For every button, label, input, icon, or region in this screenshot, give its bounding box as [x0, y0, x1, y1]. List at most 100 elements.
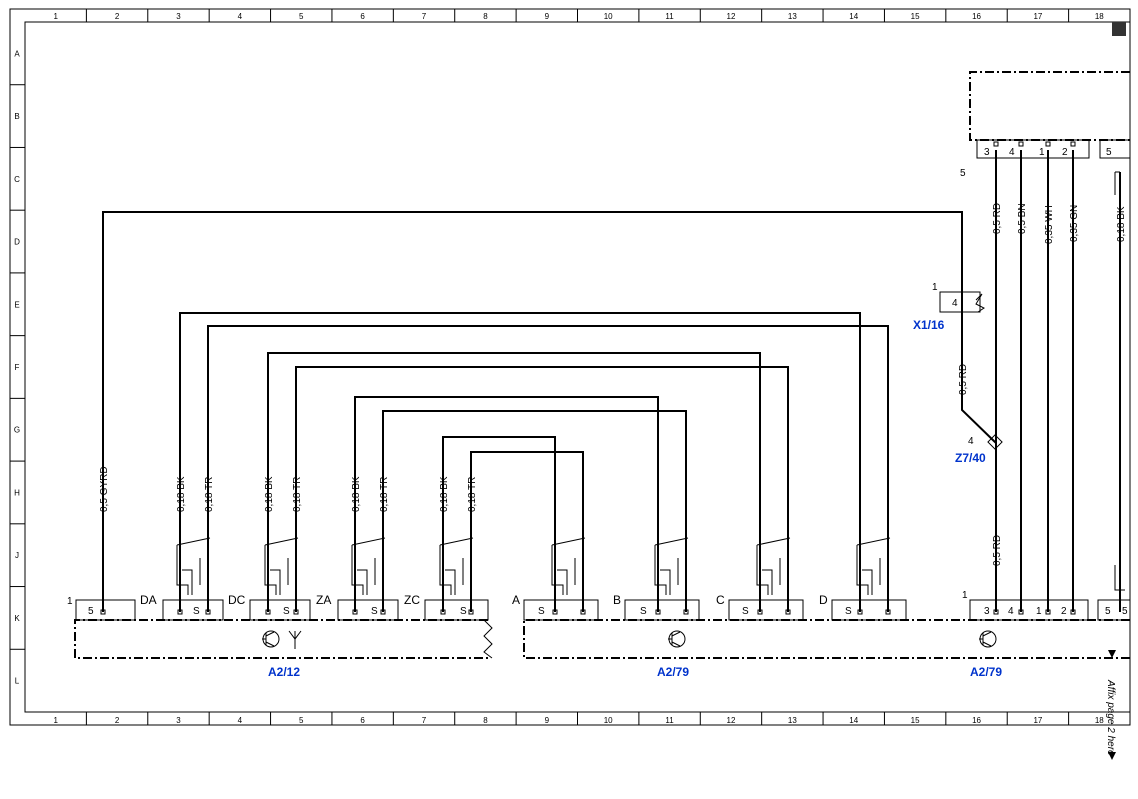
wire-harness [102, 150, 1125, 612]
grid-col-bottom-15: 15 [911, 716, 920, 725]
grid-col-top-6: 6 [360, 12, 365, 21]
pin-marker-12 [683, 609, 689, 615]
wire-dc-bk [267, 352, 761, 612]
antenna-icon [288, 630, 302, 649]
connector-labels: DA DC ZA ZC A B C D [140, 593, 828, 607]
arrow-down-icon [1108, 752, 1116, 760]
label-gn: 0,35 GN [1069, 205, 1080, 242]
pin-marker-15 [857, 609, 863, 615]
label-tr-4: 0,18 TR [467, 477, 478, 512]
pin-s-c: S [742, 606, 749, 617]
connector-label-za: ZA [316, 593, 331, 607]
grid-row-B: B [14, 112, 19, 121]
pin-marker-top-1 [1018, 141, 1024, 147]
wire-zc-bk [442, 436, 556, 612]
label-bk-1: 0,18 BK [176, 476, 187, 512]
pin-marker-11 [655, 609, 661, 615]
grid-col-top-3: 3 [176, 12, 181, 21]
connector-right-edge [1097, 599, 1131, 621]
pin-1-right: 1 [962, 590, 968, 601]
grid-col-bottom-6: 6 [360, 716, 365, 725]
grid-col-bottom-1: 1 [53, 716, 58, 725]
grid-row-K: K [14, 614, 20, 623]
component-z7-40: Z7/40 [955, 451, 986, 465]
module-a2-79 [523, 619, 1130, 659]
pin-s-b: S [640, 606, 647, 617]
grid-row-C: C [14, 175, 20, 184]
page-corner-icon [1112, 22, 1126, 36]
module-top-right [969, 71, 1130, 141]
pin-s-za: S [371, 606, 378, 617]
label-gyrd: 0,5 GYRD [99, 466, 110, 512]
pin-s-dc: S [283, 606, 290, 617]
pin-marker-9 [552, 609, 558, 615]
grid-col-bottom-3: 3 [176, 716, 181, 725]
arrow-down-icon [1108, 650, 1116, 658]
component-a2-79-right: A2/79 [970, 665, 1002, 679]
wire-labels: 0,5 GYRD 0,18 BK 0,18 TR 0,18 BK 0,18 TR… [99, 203, 1127, 566]
grid-col-top-12: 12 [727, 12, 736, 21]
pin-4-top: 4 [1009, 147, 1015, 158]
label-tr-2: 0,18 TR [292, 477, 303, 512]
pin-marker-2 [205, 609, 211, 615]
grid-row-E: E [14, 300, 19, 309]
wire-zc-tr [470, 451, 584, 612]
twisted-pair-1 [264, 537, 299, 595]
connector-dc [249, 599, 311, 621]
pin-4-z740: 4 [968, 436, 974, 447]
connector-za [337, 599, 399, 621]
grid-col-top-15: 15 [911, 12, 920, 21]
grid-col-bottom-7: 7 [422, 716, 427, 725]
pin-s-a: S [538, 606, 545, 617]
twisted-pair-symbols [176, 537, 891, 595]
pin-marker-17 [993, 609, 999, 615]
pin-marker-16 [885, 609, 891, 615]
wire-da-tr [207, 325, 889, 612]
connector-d [831, 599, 907, 621]
twisted-pair-5 [654, 537, 689, 595]
twisted-pair-0 [176, 537, 211, 595]
connector-label-dc: DC [228, 593, 246, 607]
grid-col-bottom-9: 9 [545, 716, 550, 725]
pin-5-top: 5 [1106, 147, 1112, 158]
label-bk-2: 0,18 BK [264, 476, 275, 512]
pin-2-top: 2 [1062, 147, 1068, 158]
grid-col-bottom-12: 12 [727, 716, 736, 725]
grid-col-bottom-11: 11 [665, 716, 674, 725]
twisted-pair-4 [551, 537, 586, 595]
label-tr-1: 0,18 TR [204, 477, 215, 512]
grid-col-bottom-17: 17 [1033, 716, 1042, 725]
pin-1-x116: 1 [932, 282, 938, 293]
grid-row-F: F [15, 363, 20, 372]
pin-5-a2-12: 5 [88, 606, 94, 617]
pin-3-top: 3 [984, 147, 990, 158]
connector-right-top-edge [1099, 139, 1131, 159]
module-a2-12 [74, 619, 488, 659]
wire-da-bk [179, 312, 861, 612]
label-bn: 0,5 BN [1017, 203, 1028, 234]
grid-col-bottom-13: 13 [788, 716, 797, 725]
grid-row-G: G [14, 426, 20, 435]
connector-right-bottom [969, 599, 1089, 621]
grid-col-top-10: 10 [604, 12, 613, 21]
pin-marker-20 [1070, 609, 1076, 615]
pin-marker-4 [293, 609, 299, 615]
twisted-pair-2 [351, 537, 386, 595]
grid-col-top-7: 7 [422, 12, 427, 21]
pin-marker-top-2 [1045, 141, 1051, 147]
grid-row-J: J [15, 551, 19, 560]
label-bk-4: 0,18 BK [439, 476, 450, 512]
grid-col-bottom-16: 16 [972, 716, 981, 725]
grid-col-bottom-18: 18 [1095, 716, 1104, 725]
twisted-pair-7 [856, 537, 891, 595]
pin-marker-8 [468, 609, 474, 615]
pin-marker-14 [785, 609, 791, 615]
grid-row-A: A [14, 49, 20, 58]
pin-marker-7 [440, 609, 446, 615]
label-rd-top: 0,5 RD [992, 203, 1003, 234]
module-outlines [74, 71, 1130, 659]
connector-x116 [939, 291, 981, 313]
pin-4-bottom: 4 [1008, 606, 1014, 617]
twisted-pair-6 [756, 537, 791, 595]
affix-note: Affix page 2 here [1105, 679, 1116, 756]
